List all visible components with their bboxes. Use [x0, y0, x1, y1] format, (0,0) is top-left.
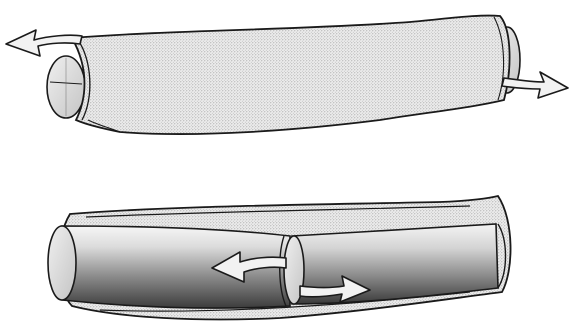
top-panel: [6, 16, 568, 135]
top-sleeve: [72, 16, 510, 135]
top-tube-left-end: [47, 56, 85, 118]
bottom-tube-left-end: [48, 226, 76, 300]
top-left-arrow: [6, 30, 82, 56]
bottom-panel: [48, 196, 511, 320]
